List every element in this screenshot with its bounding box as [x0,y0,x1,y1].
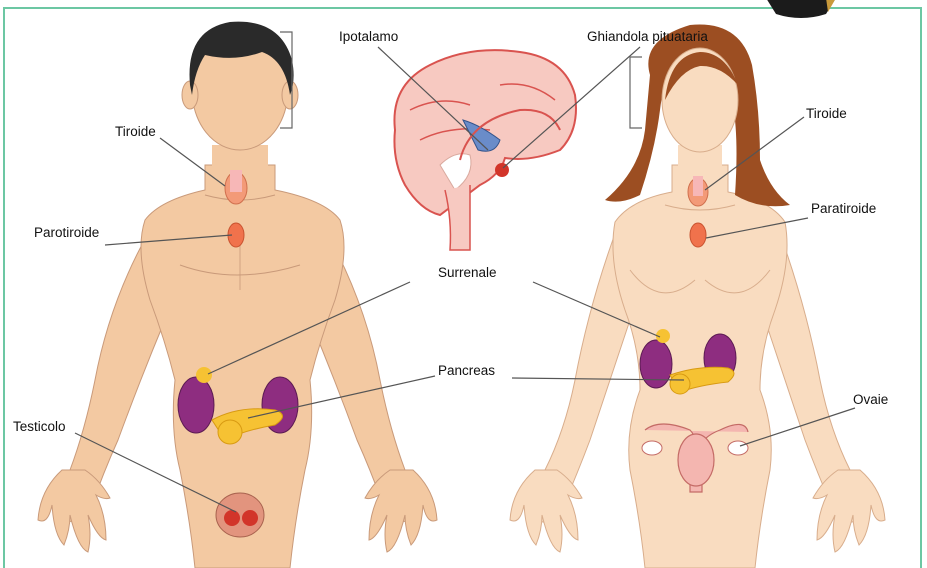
label-tiroide-male: Tiroide [115,124,156,140]
label-tiroide-female: Tiroide [806,106,847,122]
label-testicolo: Testicolo [13,419,66,435]
label-pituitaria: Ghiandola pituataria [587,29,708,45]
label-ovaie: Ovaie [853,392,888,408]
male-figure [38,22,437,568]
label-parotiroide: Parotiroide [34,225,99,241]
label-surrenale: Surrenale [438,265,497,281]
brain-illustration [394,50,576,250]
label-pancreas: Pancreas [438,363,495,379]
label-paratiroide: Paratiroide [811,201,876,217]
label-ipotalamo: Ipotalamo [339,29,398,45]
